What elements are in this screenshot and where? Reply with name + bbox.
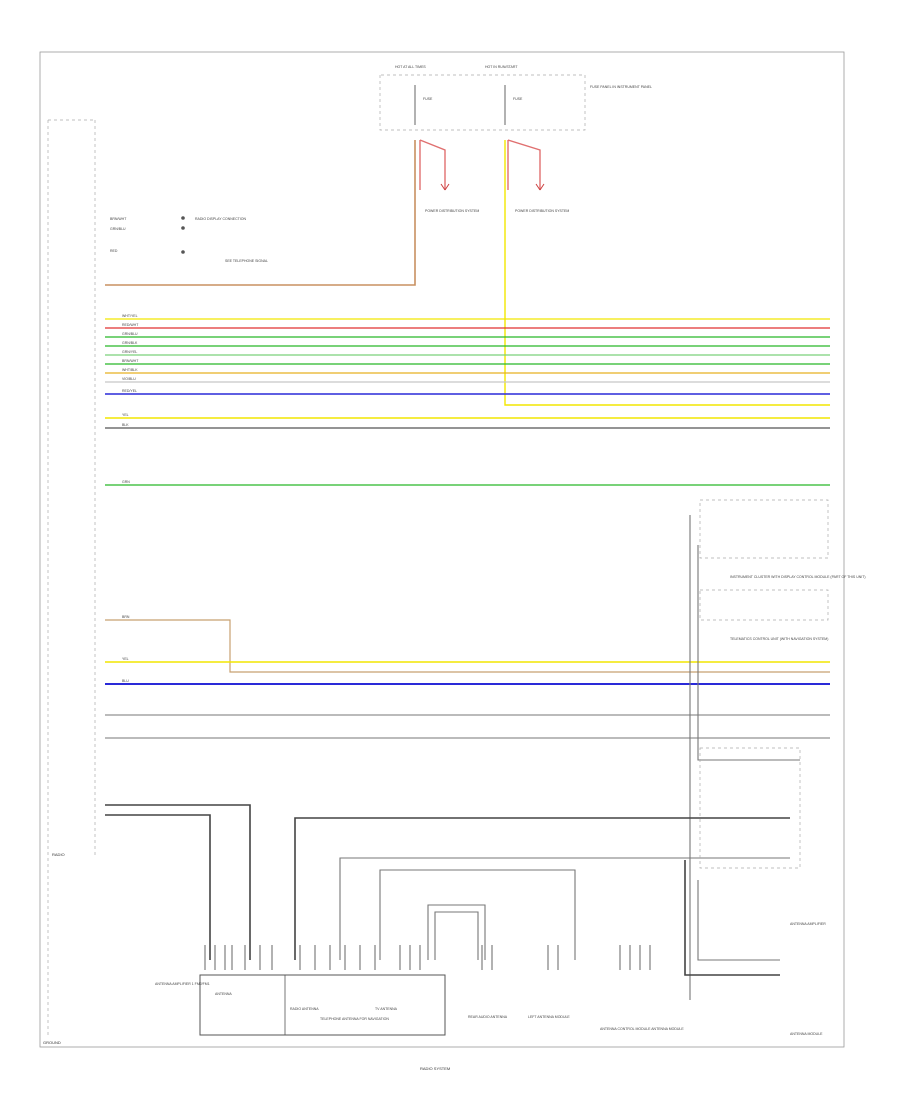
harness-label-11: BLK <box>122 423 129 427</box>
right-module-4: ANTENNA MODULE <box>790 1032 823 1036</box>
right-module-3: ANTENNA AMPLIFIER <box>790 922 826 926</box>
conn-dot-1 <box>181 216 185 220</box>
harness-label-9: RED/YEL <box>122 389 137 393</box>
harness-label-8: VIO/BLU <box>122 377 136 381</box>
antenna-feed-4 <box>339 857 790 960</box>
fuse-contacts <box>414 85 506 125</box>
radio-label: RADIO <box>52 852 65 857</box>
page-note: RADIO SYSTEM <box>420 1066 450 1071</box>
harness-label-7: WHT/BLK <box>122 368 138 372</box>
conn-dot-2 <box>181 226 185 230</box>
fuse-header-right: HOT IN RUN/START <box>485 65 518 69</box>
harness-label-10: YEL <box>122 413 129 417</box>
harness-label-3: GRN/BLU <box>122 332 138 336</box>
bottom-module-2: ANTENNA <box>215 992 232 996</box>
bottom-module-3: RADIO ANTENNA <box>290 1007 319 1011</box>
mid-wire-label-1: BRN <box>122 615 130 619</box>
conn-3-text: SEE TELEPHONE SIGNAL <box>225 259 268 263</box>
module-box-2 <box>699 589 829 621</box>
bottom-module-6: REAR AUDIO ANTENNA <box>468 1015 508 1019</box>
power-dist-right: POWER DISTRIBUTION SYSTEM <box>515 209 569 213</box>
bottom-module-7: LEFT ANTENNA MODULE <box>528 1015 570 1019</box>
fuse-right-label: FUSE <box>513 97 523 101</box>
conn-1-color: BRN/WHT <box>110 217 127 221</box>
harness-bus <box>105 318 830 429</box>
ground-label: GROUND <box>43 1040 61 1045</box>
conn-1-text: RADIO DISPLAY CONNECTION <box>195 217 246 221</box>
fuse-header-left: HOT AT ALL TIMES <box>395 65 426 69</box>
harness-labels-left: WHT/YEL RED/WHT GRN/BLU GRN/BLK GRN/YEL … <box>122 314 139 427</box>
bottom-module-8: ANTENNA CONTROL MODULE ANTENNA MODULE <box>600 1027 684 1031</box>
harness-label-5: GRN/YEL <box>122 350 137 354</box>
conn-3-color: RED <box>110 249 118 253</box>
bottom-module-5: TV ANTENNA <box>375 1007 398 1011</box>
antenna-feed-9 <box>697 880 780 961</box>
bottom-module-4: TELEPHONE ANTENNA FOR NAVIGATION <box>320 1017 389 1021</box>
module-box-3 <box>699 747 801 869</box>
fuse-left-label: FUSE <box>423 97 433 101</box>
fuse-block-outline <box>379 74 586 131</box>
brown-wire <box>105 619 830 673</box>
harness-label-2: RED/WHT <box>122 323 139 327</box>
fuse-box-label: FUSE PANEL IN INSTRUMENT PANEL <box>590 85 652 89</box>
power-dist-left: POWER DISTRIBUTION SYSTEM <box>425 209 479 213</box>
harness-label-6: BRN/WHT <box>122 359 139 363</box>
power-drop-right <box>507 139 541 190</box>
bottom-module-box-main <box>199 974 446 1036</box>
power-drop-arrows <box>440 183 545 191</box>
conn-dot-3 <box>181 250 185 254</box>
antenna-feed-1 <box>105 804 251 960</box>
diagram-frame <box>39 51 845 1048</box>
mid-wire-label-2: YEL <box>122 657 129 661</box>
antenna-feed-2 <box>105 814 211 960</box>
radio-connector-outline <box>47 119 96 1035</box>
bottom-module-1: ANTENNA AMPLIFIER 1 FM2/FM1 <box>155 982 210 986</box>
harness-label-1: WHT/YEL <box>122 314 138 318</box>
right-module-2: TELEMATICS CONTROL UNIT (WITH NAVIGATION… <box>730 637 828 641</box>
right-module-1: INSTRUMENT CLUSTER WITH DISPLAY CONTROL … <box>730 575 866 579</box>
antenna-feed-3 <box>294 817 790 960</box>
antenna-feed-8 <box>684 860 780 976</box>
mid-wire-label-3: BLU <box>122 679 129 683</box>
antenna-feed-5 <box>379 869 576 960</box>
green-wire-label: GRN <box>122 480 130 484</box>
antenna-connector-pins <box>204 945 651 970</box>
antenna-feed-7 <box>434 911 479 960</box>
radio-power-wire <box>105 140 416 286</box>
harness-label-4: GRN/BLK <box>122 341 138 345</box>
right-vertical-bus-2 <box>697 545 800 761</box>
module-box-1 <box>699 499 829 559</box>
conn-2-color: GRN/BLU <box>110 227 126 231</box>
antenna-feed-6 <box>427 904 486 960</box>
ignition-wire <box>504 140 830 406</box>
power-drop-left <box>419 139 446 190</box>
